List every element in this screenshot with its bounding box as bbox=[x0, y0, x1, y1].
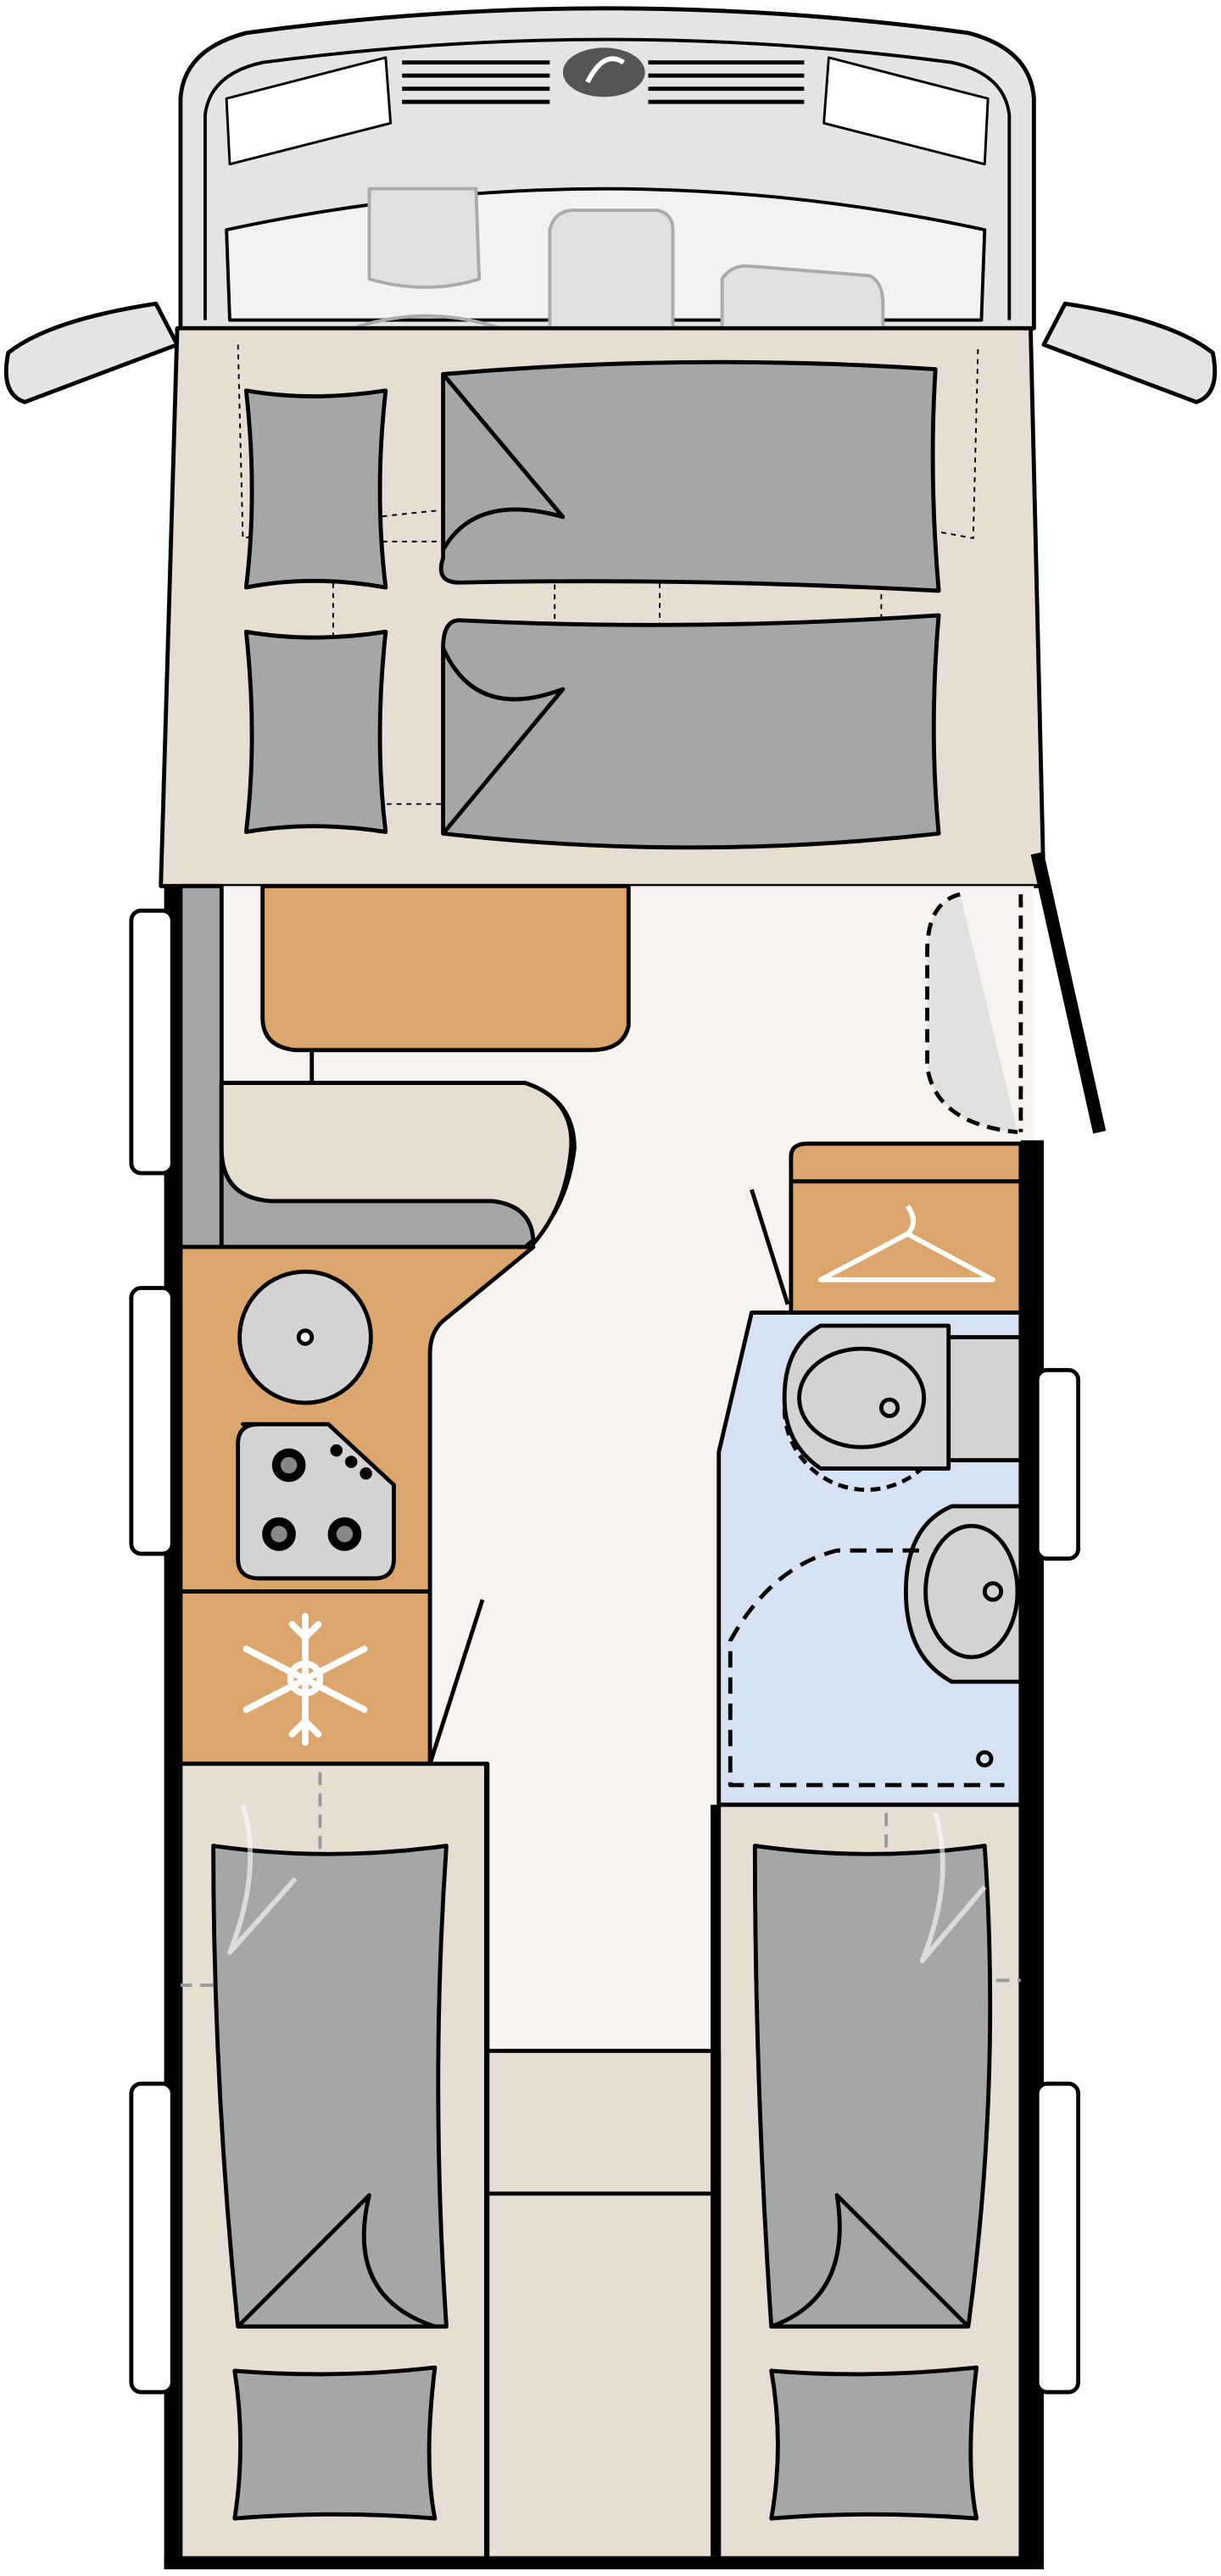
window-right-rear bbox=[1034, 2081, 1081, 2395]
snowflake-icon bbox=[243, 1612, 368, 1746]
rear-step bbox=[485, 2049, 722, 2565]
rear-mattresses bbox=[211, 1844, 993, 2521]
windows bbox=[129, 908, 1081, 2395]
bathroom bbox=[716, 1310, 1023, 1807]
cab bbox=[3, 6, 1218, 404]
window-left-front bbox=[129, 908, 175, 1176]
window-left-kitchen bbox=[129, 1286, 175, 1556]
brand-logo-icon bbox=[562, 47, 645, 97]
alcove-pillows bbox=[243, 359, 941, 850]
dinette bbox=[178, 883, 631, 1249]
dinette-table bbox=[260, 883, 631, 1053]
hob-icon bbox=[236, 1422, 396, 1581]
right-mirror bbox=[1041, 301, 1218, 404]
wardrobe bbox=[750, 1141, 1023, 1315]
alcove-mattress-bottom bbox=[441, 613, 941, 850]
rear-beds bbox=[178, 1761, 1023, 2565]
cab-vent-grille bbox=[402, 60, 805, 104]
hanger-icon bbox=[817, 1205, 995, 1282]
alcove-bed bbox=[159, 325, 1046, 888]
cab-seats bbox=[352, 186, 885, 331]
window-right-bath bbox=[1034, 1367, 1081, 1561]
left-mirror bbox=[3, 301, 180, 404]
window-left-rear bbox=[129, 2081, 175, 2395]
kitchen bbox=[178, 1244, 536, 1766]
alcove-mattress-top bbox=[438, 359, 941, 593]
entrance-door bbox=[925, 851, 1107, 1135]
